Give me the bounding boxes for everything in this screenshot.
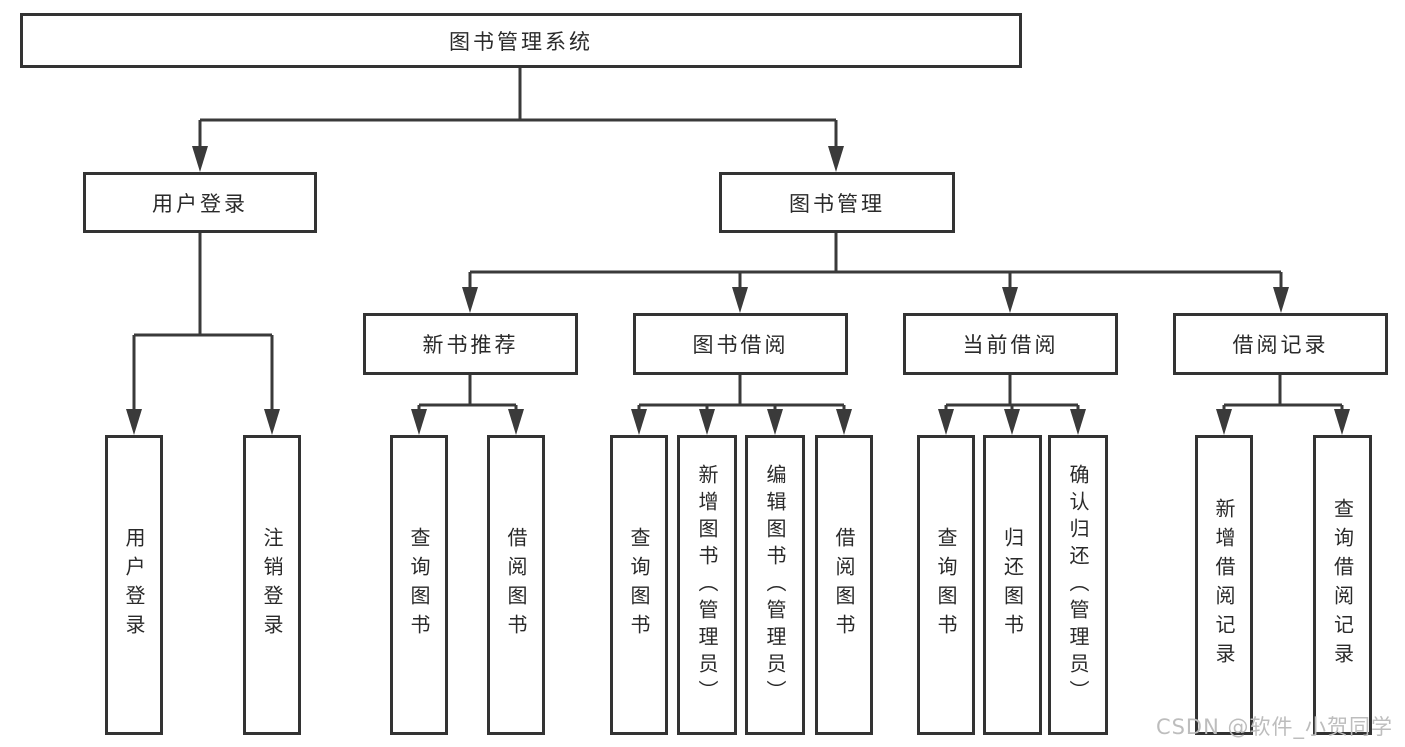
- node-leaf-query-book-current: 查询图书: [917, 435, 975, 735]
- node-leaf-query-book-rec-label: 查询图书: [407, 527, 431, 643]
- arrowhead: [508, 409, 524, 435]
- node-leaf-query-record: 查询借阅记录: [1313, 435, 1372, 735]
- arrowhead: [767, 409, 783, 435]
- node-book-borrow-label: 图书借阅: [692, 333, 789, 357]
- node-borrow-record-label: 借阅记录: [1232, 333, 1329, 357]
- node-leaf-borrow-book-rec: 借阅图书: [487, 435, 545, 735]
- arrowhead: [938, 409, 954, 435]
- arrowhead: [1002, 287, 1018, 313]
- node-leaf-logout: 注销登录: [243, 435, 301, 735]
- arrowhead: [1273, 287, 1289, 313]
- node-leaf-logout-label: 注销登录: [260, 527, 284, 643]
- node-leaf-edit-book-label: 编辑图书（管理员）: [763, 463, 787, 707]
- arrowhead: [411, 409, 427, 435]
- arrowhead: [192, 146, 208, 172]
- csdn-watermark: CSDN @软件_小贺同学: [1155, 715, 1393, 739]
- connector-book-borrow-children: [637, 375, 846, 413]
- arrowhead: [828, 146, 844, 172]
- arrowhead: [1004, 409, 1020, 435]
- node-leaf-return-book-label: 归还图书: [1000, 527, 1025, 643]
- arrowhead: [462, 287, 478, 313]
- connector-book-mgmt-children: [468, 233, 1283, 291]
- arrowhead: [631, 409, 647, 435]
- arrowhead: [699, 409, 715, 435]
- node-leaf-return-book: 归还图书: [983, 435, 1042, 735]
- connector-user-login-children: [132, 233, 274, 413]
- node-leaf-query-book-rec: 查询图书: [390, 435, 448, 735]
- node-new-book-rec: 新书推荐: [363, 313, 578, 375]
- node-current-borrow-label: 当前借阅: [962, 333, 1059, 357]
- node-leaf-query-book-borrow-label: 查询图书: [627, 527, 651, 643]
- node-book-mgmt-label: 图书管理: [789, 191, 885, 216]
- node-root: 图书管理系统: [20, 13, 1022, 68]
- node-leaf-borrow-book-borrow: 借阅图书: [815, 435, 873, 735]
- node-leaf-query-book-current-label: 查询图书: [934, 527, 958, 643]
- node-leaf-add-book-label: 新增图书（管理员）: [695, 463, 719, 707]
- node-root-label: 图书管理系统: [449, 29, 593, 54]
- node-leaf-confirm-return: 确认归还（管理员）: [1048, 435, 1108, 735]
- node-leaf-borrow-book-rec-label: 借阅图书: [504, 527, 528, 643]
- arrowhead: [1070, 409, 1086, 435]
- node-current-borrow: 当前借阅: [903, 313, 1118, 375]
- node-leaf-query-book-borrow: 查询图书: [610, 435, 668, 735]
- node-leaf-user-login-label: 用户登录: [122, 527, 146, 643]
- node-leaf-edit-book: 编辑图书（管理员）: [745, 435, 805, 735]
- connector-root-children: [198, 68, 838, 150]
- connector-current-borrow-children: [944, 375, 1080, 413]
- node-borrow-record: 借阅记录: [1173, 313, 1388, 375]
- arrowhead: [1216, 409, 1232, 435]
- arrowhead: [126, 409, 142, 435]
- connector-new-book-rec-children: [417, 375, 518, 413]
- node-new-book-rec-label: 新书推荐: [422, 333, 519, 357]
- arrowhead: [732, 287, 748, 313]
- arrowhead: [264, 409, 280, 435]
- node-leaf-add-record-label: 新增借阅记录: [1212, 498, 1236, 672]
- arrowhead: [1334, 409, 1350, 435]
- node-leaf-add-book: 新增图书（管理员）: [677, 435, 737, 735]
- node-user-login-label: 用户登录: [152, 191, 248, 216]
- connector-borrow-record-children: [1222, 375, 1344, 413]
- node-leaf-user-login: 用户登录: [105, 435, 163, 735]
- node-user-login: 用户登录: [83, 172, 317, 233]
- node-leaf-borrow-book-borrow-label: 借阅图书: [832, 527, 856, 643]
- node-book-mgmt: 图书管理: [719, 172, 955, 233]
- node-leaf-confirm-return-label: 确认归还（管理员）: [1066, 463, 1090, 707]
- node-leaf-add-record: 新增借阅记录: [1195, 435, 1253, 735]
- arrowhead: [836, 409, 852, 435]
- node-leaf-query-record-label: 查询借阅记录: [1330, 498, 1355, 672]
- node-book-borrow: 图书借阅: [633, 313, 848, 375]
